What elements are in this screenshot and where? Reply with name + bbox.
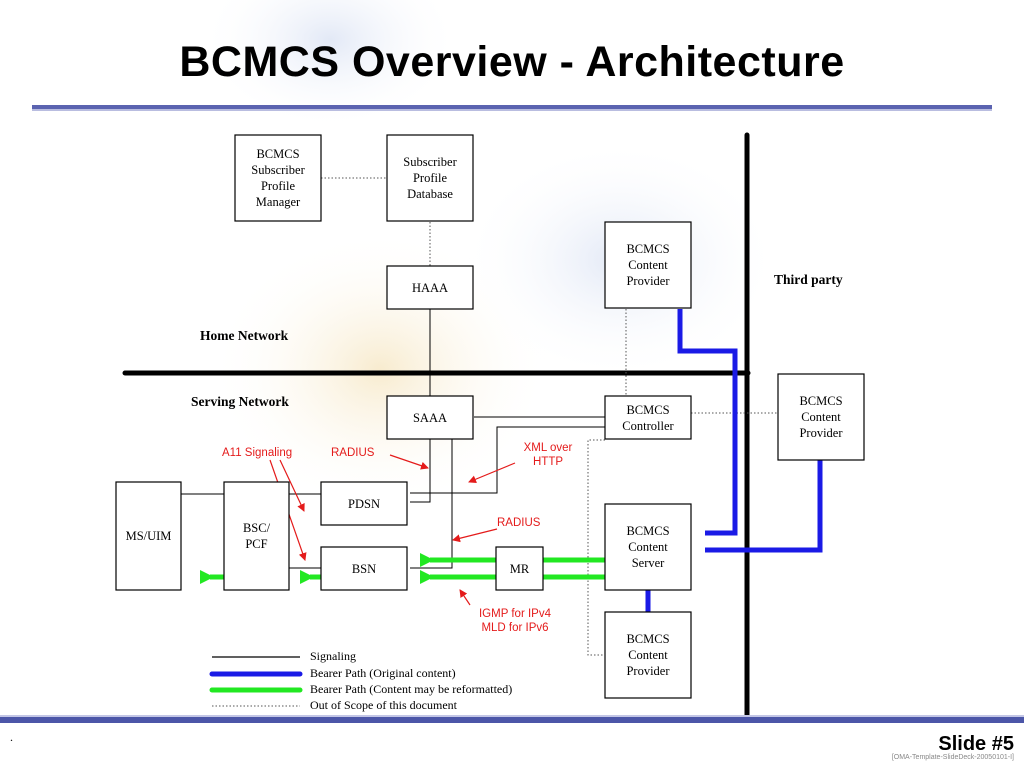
legend-swatches bbox=[209, 656, 303, 707]
bsc-pcf-box bbox=[223, 481, 290, 591]
pdsn-label: PDSN bbox=[348, 496, 380, 511]
footer-dot: . bbox=[10, 730, 13, 744]
controller-label: BCMCS Controller bbox=[622, 402, 674, 433]
subscriber-profile-database-box bbox=[386, 134, 474, 222]
saaa-box bbox=[386, 395, 474, 440]
title-underline-rule bbox=[32, 105, 992, 109]
bsc-pcf-label: BSC/ PCF bbox=[242, 521, 271, 551]
subscriber-profile-manager-box bbox=[234, 134, 322, 222]
content-provider-top-label: BCMCS Content Provider bbox=[626, 242, 670, 288]
bearer-original-paths bbox=[645, 309, 823, 612]
slide-number: Slide #5 bbox=[938, 733, 1014, 755]
radius-lower-annotation: RADIUS bbox=[497, 517, 541, 529]
content-server-box bbox=[604, 503, 692, 591]
content-provider-third-party-box bbox=[777, 373, 865, 461]
pdsn-box bbox=[320, 481, 408, 526]
a11-signaling-annotation: A11 Signaling bbox=[222, 447, 293, 459]
bsn-label: BSN bbox=[351, 561, 377, 576]
xml-over-http-annotation: XML over HTTP bbox=[523, 442, 573, 468]
ms-uim-label: MS/UIM bbox=[125, 529, 172, 543]
serving-network-label: Serving Network bbox=[191, 394, 289, 409]
legend-label-out-of-scope: Out of Scope of this document bbox=[310, 698, 457, 712]
home-network-label: Home Network bbox=[200, 328, 289, 343]
boxes bbox=[115, 134, 865, 699]
page-title: BCMCS Overview - Architecture bbox=[179, 38, 845, 86]
content-provider-top-box bbox=[604, 221, 692, 309]
content-provider-third-party-label: BCMCS Content Provider bbox=[799, 394, 843, 440]
bearer-reformatted-paths bbox=[200, 553, 605, 584]
haaa-label: HAAA bbox=[411, 280, 449, 295]
signaling-links bbox=[181, 309, 605, 569]
controller-box bbox=[604, 395, 692, 440]
subscriber-profile-manager-label: BCMCS Subscriber Profile Manager bbox=[251, 147, 305, 209]
subscriber-profile-database-label: Subscriber Profile Database bbox=[403, 155, 457, 201]
ms-uim-box bbox=[115, 481, 182, 591]
third-party-label: Third party bbox=[774, 272, 843, 287]
annotation-arrows bbox=[269, 454, 516, 606]
radius-upper-annotation: RADIUS bbox=[331, 447, 375, 459]
legend-label-signaling: Signaling bbox=[310, 649, 357, 663]
content-provider-bottom-box bbox=[604, 611, 692, 699]
mr-label: MR bbox=[509, 561, 530, 576]
content-provider-bottom-label: BCMCS Content Provider bbox=[626, 632, 670, 678]
legend-label-bearer-reformatted: Bearer Path (Content may be reformatted) bbox=[310, 682, 513, 696]
mr-box bbox=[495, 546, 544, 591]
content-server-label: BCMCS Content Server bbox=[626, 524, 670, 570]
footer-rule bbox=[0, 717, 1024, 723]
bsn-box bbox=[320, 546, 408, 591]
template-id: [OMA-Template-SlideDeck-20050101-I] bbox=[891, 754, 1014, 761]
haaa-box bbox=[386, 265, 474, 310]
igmp-mld-annotation: IGMP for IPv4 MLD for IPv6 bbox=[478, 608, 551, 634]
saaa-label: SAAA bbox=[412, 410, 448, 425]
legend-label-bearer-original: Bearer Path (Original content) bbox=[310, 666, 456, 680]
